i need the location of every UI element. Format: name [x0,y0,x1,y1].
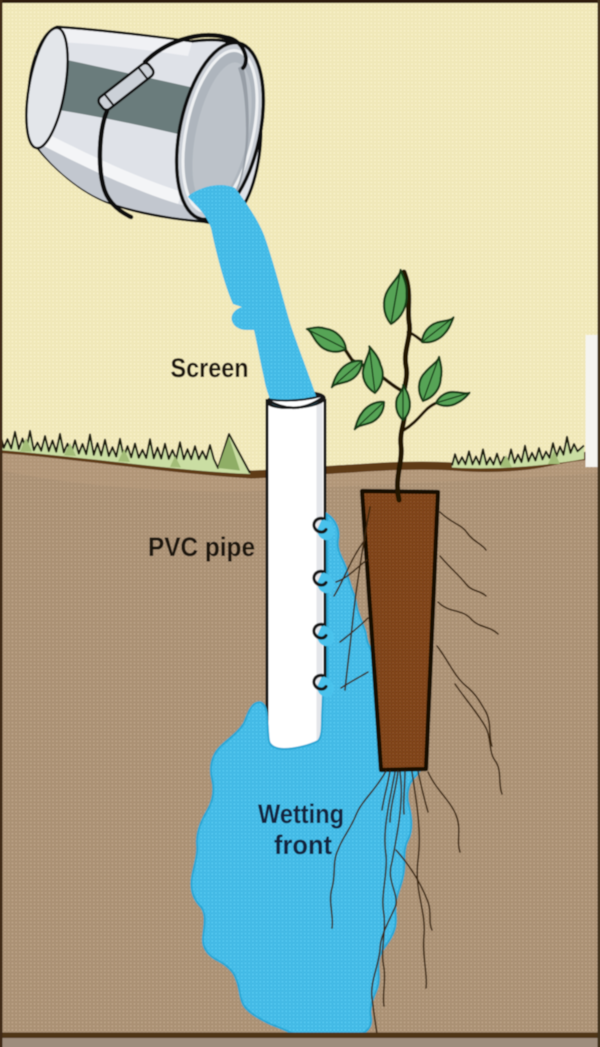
svg-text:Wetting: Wetting [258,799,344,829]
svg-text:PVC pipe: PVC pipe [148,532,255,562]
svg-text:front: front [274,830,332,860]
svg-text:Screen: Screen [171,353,249,383]
